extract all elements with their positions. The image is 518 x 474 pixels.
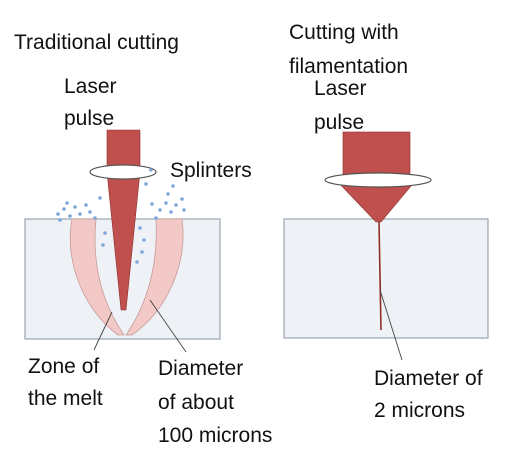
filament-line xyxy=(378,221,382,331)
filamentation-title-line1: Cutting with xyxy=(289,21,399,44)
filamentation-cutting-figure xyxy=(283,131,489,361)
left-laser-label-line1: Laser xyxy=(64,75,117,98)
left-lens xyxy=(89,164,157,180)
splinters-label: Splinters xyxy=(170,159,252,182)
left-melt-zone-right xyxy=(125,218,184,336)
right-laser-label-line1: Laser xyxy=(314,77,367,100)
diameter-pointer-line xyxy=(149,299,187,353)
left-melt-zone-left xyxy=(69,218,125,336)
right-laser-label-line2: pulse xyxy=(314,111,365,134)
zone-of-melt-label-line1: Zone of xyxy=(28,355,100,378)
diameter-100-label-line3: 100 microns xyxy=(158,424,273,447)
zone-of-melt-label-line2: the melt xyxy=(28,387,103,410)
traditional-cutting-figure xyxy=(24,129,221,353)
zone-pointer-line xyxy=(93,311,113,351)
traditional-cutting-title: Traditional cutting xyxy=(14,31,179,54)
filament-pointer-line xyxy=(379,289,403,361)
diameter-100-label-line2: of about xyxy=(158,391,234,414)
left-laser-label-line2: pulse xyxy=(64,107,115,130)
right-glass-block xyxy=(283,218,489,339)
right-laser-beam xyxy=(342,131,411,181)
diameter-2-label-line2: 2 microns xyxy=(374,399,466,422)
diameter-2-label-line1: Diameter of xyxy=(374,367,483,390)
filamentation-title-line2: filamentation xyxy=(289,55,409,78)
diameter-100-label-line1: Diameter xyxy=(158,357,244,380)
splinter-dots xyxy=(56,168,186,264)
right-lens xyxy=(324,172,432,188)
